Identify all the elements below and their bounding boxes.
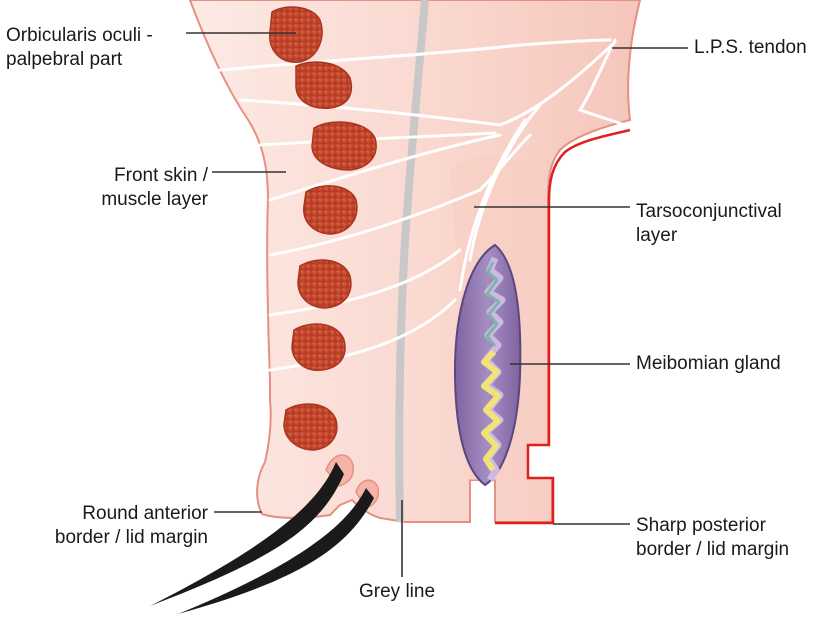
label-meibomian-line1: Meibomian gland [636,352,781,376]
label-orbicularis-oculi: Orbicularis oculi - palpebral part [6,24,153,72]
label-tarsoconjunctival-line2: layer [636,224,782,248]
label-front-skin: Front skin / muscle layer [84,164,208,212]
label-tarsoconjunctival: Tarsoconjunctival layer [636,200,782,248]
label-orbicularis-line1: Orbicularis oculi - [6,24,153,48]
label-round-anterior-line2: border / lid margin [30,526,208,550]
label-front-skin-line2: muscle layer [84,188,208,212]
label-round-anterior-line1: Round anterior [30,502,208,526]
label-orbicularis-line2: palpebral part [6,48,153,72]
label-lps-line1: L.P.S. tendon [694,36,807,60]
label-front-skin-line1: Front skin / [84,164,208,188]
label-meibomian-gland: Meibomian gland [636,352,781,376]
label-sharp-posterior-line1: Sharp posterior [636,514,789,538]
label-sharp-posterior: Sharp posterior border / lid margin [636,514,789,562]
label-grey-line: Grey line [359,580,435,604]
label-lps-tendon: L.P.S. tendon [694,36,807,60]
label-sharp-posterior-line2: border / lid margin [636,538,789,562]
label-grey-line-line1: Grey line [359,580,435,604]
label-round-anterior: Round anterior border / lid margin [30,502,208,550]
label-tarsoconjunctival-line1: Tarsoconjunctival [636,200,782,224]
